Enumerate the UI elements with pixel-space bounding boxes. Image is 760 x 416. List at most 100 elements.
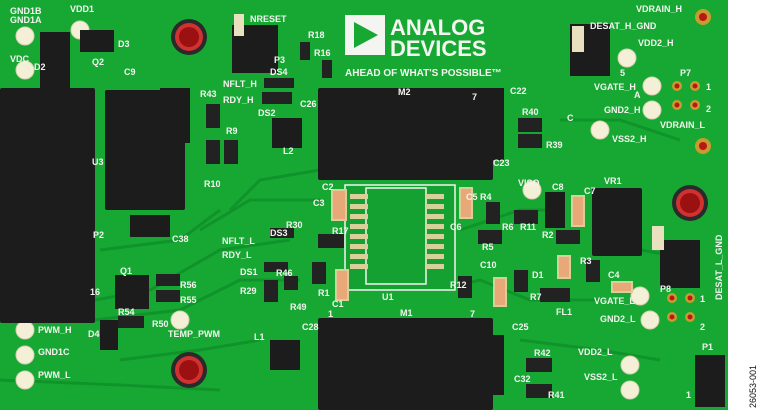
- label-l1: L1: [254, 332, 265, 342]
- label-p2: P2: [93, 230, 104, 240]
- adi-logo: [345, 15, 385, 55]
- module-m1: [318, 318, 493, 410]
- label-r39: R39: [546, 140, 563, 150]
- label-r6: R6: [502, 222, 514, 232]
- label-q1: Q1: [120, 266, 132, 276]
- label-c6: C6: [450, 222, 462, 232]
- label-c25: C25: [512, 322, 529, 332]
- label-pwm-h: PWM_H: [38, 325, 72, 335]
- label-c1: C1: [332, 299, 344, 309]
- label-rdy-h: RDY_H: [223, 95, 254, 105]
- label-vdc: VDC: [10, 54, 30, 64]
- label-r18: R18: [308, 30, 325, 40]
- label-r9: R9: [226, 126, 238, 136]
- label-r54: R54: [118, 307, 135, 317]
- label-c2: C2: [322, 182, 334, 192]
- label-d3: D3: [118, 39, 130, 49]
- label-viso: VISO: [518, 178, 540, 188]
- label-q2: Q2: [92, 57, 104, 67]
- label-gnd2-h: GND2_H: [604, 105, 641, 115]
- label-p1-pin1: 1: [686, 390, 691, 400]
- label-m1-pin7: 7: [470, 309, 475, 319]
- logo-tagline: AHEAD OF WHAT'S POSSIBLE™: [345, 68, 502, 79]
- label-p7: P7: [680, 68, 691, 78]
- logo-text-devices: DEVICES: [390, 36, 487, 61]
- label-c4: C4: [608, 270, 620, 280]
- label-r16: R16: [314, 48, 331, 58]
- label-c7: C7: [584, 186, 596, 196]
- label-r17: R17: [332, 226, 349, 236]
- label-r46: R46: [276, 268, 293, 278]
- label-c3: C3: [313, 198, 325, 208]
- ic-u1: [344, 184, 456, 291]
- label-ds4: DS4: [270, 67, 288, 77]
- label-r7: R7: [530, 292, 542, 302]
- label-gnd1c: GND1C: [38, 347, 70, 357]
- label-d2: D2: [34, 62, 46, 72]
- label-c23: C23: [493, 158, 510, 168]
- label-m1: M1: [400, 308, 413, 318]
- label-r41: R41: [548, 390, 565, 400]
- label-c26: C26: [300, 99, 317, 109]
- label-p3: P3: [274, 55, 285, 65]
- label-r10: R10: [204, 179, 221, 189]
- label-r42: R42: [534, 348, 551, 358]
- label-m2: M2: [398, 87, 411, 97]
- label-p8-pin2: 2: [700, 322, 705, 332]
- label-vgate-l: VGATE_L: [594, 296, 635, 306]
- label-l2: L2: [283, 146, 294, 156]
- label-nreset: NRESET: [250, 14, 287, 24]
- module-m2: [318, 88, 493, 180]
- label-a: A: [634, 90, 641, 100]
- label-nflt-h: NFLT_H: [223, 79, 257, 89]
- label-r43: R43: [200, 89, 217, 99]
- silkscreen: ANALOG DEVICES AHEAD OF WHAT'S POSSIBLE™…: [10, 4, 724, 400]
- label-r4: R4: [480, 192, 492, 202]
- label-c8: C8: [552, 182, 564, 192]
- label-vgate-h: VGATE_H: [594, 82, 636, 92]
- label-gnd1b: GND1B: [10, 6, 42, 16]
- label-gnd2-l: GND2_L: [600, 314, 636, 324]
- label-c32: C32: [514, 374, 531, 384]
- label-ds3: DS3: [270, 228, 288, 238]
- label-vdrain-l: VDRAIN_L: [660, 120, 706, 130]
- label-r56: R56: [180, 280, 197, 290]
- label-p7-pin1: 1: [706, 82, 711, 92]
- label-vdrain-h: VDRAIN_H: [636, 4, 682, 14]
- label-gnd1a: GND1A: [10, 15, 42, 25]
- test-points: [15, 20, 662, 400]
- label-p8: P8: [660, 284, 671, 294]
- label-d1: D1: [532, 270, 544, 280]
- label-r12: R12: [450, 280, 467, 290]
- label-r5: R5: [482, 242, 494, 252]
- label-desat-h-gnd: DESAT_H_GND: [590, 21, 657, 31]
- smd-parts: [118, 42, 633, 398]
- label-r29: R29: [240, 286, 257, 296]
- label-u1: U1: [382, 292, 394, 302]
- label-pin5: 5: [620, 68, 625, 78]
- label-vdd2-h: VDD2_H: [638, 38, 674, 48]
- label-r11: R11: [520, 222, 536, 232]
- components-large: [0, 24, 725, 410]
- label-ds2: DS2: [258, 108, 276, 118]
- label-c: C: [567, 113, 574, 123]
- traces: [0, 118, 701, 392]
- label-vdd1: VDD1: [70, 4, 94, 14]
- label-fl1: FL1: [556, 307, 572, 317]
- label-u3: U3: [92, 157, 104, 167]
- connector-inserts: [234, 14, 664, 250]
- label-ds1: DS1: [240, 267, 258, 277]
- label-c9: C9: [124, 67, 136, 77]
- label-p8-pin1: 1: [700, 294, 705, 304]
- connector-desat-l: [660, 240, 700, 288]
- label-nflt-l: NFLT_L: [222, 236, 255, 246]
- plated-holes: [667, 9, 711, 322]
- connector-p1: [695, 355, 725, 407]
- label-c5: C5: [466, 192, 478, 202]
- label-pwm-l: PWM_L: [38, 370, 71, 380]
- label-c22: C22: [510, 86, 527, 96]
- label-r50: R50: [152, 319, 169, 329]
- label-p7-pin2: 2: [706, 104, 711, 114]
- label-r30: R30: [286, 220, 303, 230]
- figure-id-text: 26053-001: [748, 364, 758, 408]
